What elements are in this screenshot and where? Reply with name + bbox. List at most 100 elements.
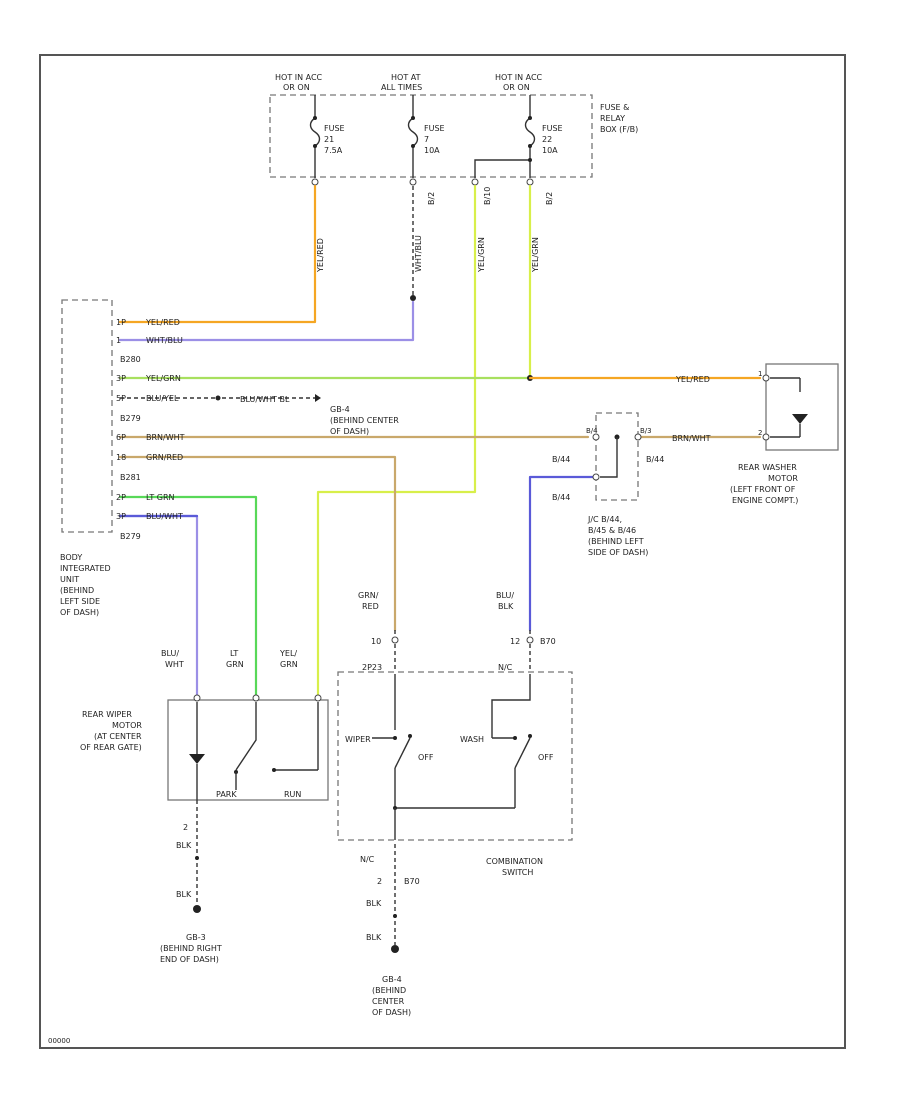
hot-label-3a: HOT IN ACC — [495, 73, 543, 82]
biu-label-1: BODY — [60, 553, 82, 562]
wiper-gnd-wire1: BLK — [176, 841, 192, 850]
wiper-wire-3b: GRN — [280, 660, 298, 669]
washer-motor-icon — [792, 414, 808, 424]
gb4-mid-label-1: GB-4 — [330, 405, 350, 414]
biu-pin-number: 2P — [116, 493, 126, 502]
jc-l2: B/44 — [552, 493, 570, 502]
body-integrated-unit: 1P YEL/RED 1 WHT/BLU B280 3P YEL/GRN 5P BLU/YEL B… — [60, 299, 185, 617]
fuse-22-amp: 10A — [542, 146, 558, 155]
wiper-label-3: (AT CENTER — [94, 732, 142, 741]
fuse-box-connectors — [311, 178, 534, 186]
hot-label-3b: OR ON — [503, 83, 530, 92]
biu-pin-number: 1P — [116, 318, 126, 327]
biu-pin-color: BLU/YEL — [146, 394, 179, 403]
wiper-label-2: MOTOR — [112, 721, 142, 730]
wire-grn-red — [118, 455, 397, 632]
biu-pin-number: 5P — [116, 394, 126, 403]
biu-pin-number: 18 — [116, 453, 126, 462]
fuse-tag-3: B/2 — [545, 192, 554, 205]
diagram-frame — [39, 54, 846, 1049]
wire-lt-grn — [118, 495, 258, 697]
gb4-label-2: (BEHIND — [372, 986, 406, 995]
fuse-21: FUSE 21 7.5A — [309, 95, 345, 178]
gb3-ground-icon — [193, 905, 201, 913]
combo-off-1: OFF — [418, 753, 434, 762]
wiper-gnd-pin: 2 — [183, 823, 188, 832]
combo-conn: B70 — [540, 637, 556, 646]
combo-wiper-pos: WIPER — [345, 735, 371, 744]
biu-pin-color: YEL/GRN — [145, 374, 181, 383]
wiper-wire-3a: YEL/ — [279, 649, 297, 658]
biu-connector-id: B280 — [120, 355, 141, 364]
hot-label-2a: HOT AT — [391, 73, 421, 82]
jc-r1: B/44 — [646, 455, 664, 464]
diagram-id: 00000 — [48, 1037, 70, 1045]
gb3-label-1: GB-3 — [186, 933, 206, 942]
biu-pin-row: 1P YEL/RED — [116, 318, 180, 327]
biu-pin-color: GRN/RED — [146, 453, 183, 462]
combo-off-2: OFF — [538, 753, 554, 762]
jc-label-2: B/45 & B/46 — [588, 526, 636, 535]
biu-label-3: UNIT — [60, 575, 79, 584]
gb4-mid-ground-icon — [315, 394, 321, 402]
biu-pin-number: 1 — [116, 336, 121, 345]
biu-pin-number: 3P — [116, 512, 126, 521]
biu-pin-number: 6P — [116, 433, 126, 442]
jc-label-3: (BEHIND LEFT — [588, 537, 644, 546]
combination-switch: 10 2P23 12 B70 N/C WIPER OFF WASH OFF CO… — [337, 636, 573, 877]
washer-brn-wht-label: BRN/WHT — [672, 434, 711, 443]
fuse-7-num: 7 — [424, 135, 429, 144]
jc-label-1: J/C B/44, — [587, 515, 622, 524]
biu-connector-id: B279 — [120, 532, 141, 541]
fuse-box-label-2: RELAY — [600, 114, 625, 123]
washer-yel-red-label: YEL/RED — [675, 375, 710, 384]
hot-label-1b: OR ON — [283, 83, 310, 92]
blu-bl-label: BLU/WHT BL — [240, 395, 290, 404]
biu-connector-id: B279 — [120, 414, 141, 423]
hot-label-1a: HOT IN ACC — [275, 73, 323, 82]
washer-label-3: (LEFT FRONT OF — [730, 485, 796, 494]
biu-pin-row: B279 — [120, 414, 141, 423]
combo-wire-1a: GRN/ — [358, 591, 379, 600]
jc-label-4: SIDE OF DASH) — [588, 548, 648, 557]
biu-label-4: (BEHIND — [60, 586, 94, 595]
wiper-label-4: OF REAR GATE) — [80, 743, 142, 752]
wiper-wire-1a: BLU/ — [161, 649, 179, 658]
biu-pin-row: 1 WHT/BLU — [116, 336, 183, 345]
vlabel-yel-grn-2: YEL/GRN — [531, 237, 540, 273]
combo-gnd-wire1: BLK — [366, 899, 382, 908]
biu-pin-color: YEL/RED — [145, 318, 180, 327]
biu-pin-list: 1P YEL/RED 1 WHT/BLU B280 3P YEL/GRN 5P BLU/YEL B… — [116, 318, 185, 541]
combo-gnd-conn: B70 — [404, 877, 420, 886]
washer-pin-1: 1 — [758, 370, 762, 378]
fuse-21-num: 21 — [324, 135, 334, 144]
combo-gnd-pin: N/C — [360, 855, 375, 864]
combo-pin-a: 10 — [371, 637, 381, 646]
biu-pin-color: BRN/WHT — [146, 433, 185, 442]
fuse-tag-1: B/2 — [427, 192, 436, 205]
biu-label-5: LEFT SIDE — [60, 597, 100, 606]
hot-label-2b: ALL TIMES — [381, 83, 422, 92]
biu-pin-color: BLU/WHT — [146, 512, 183, 521]
gb4-mid-label-3: OF DASH) — [330, 427, 369, 436]
wire-blu-wht — [118, 514, 199, 697]
wire-wht-blu — [118, 300, 415, 342]
biu-pin-color: WHT/BLU — [146, 336, 183, 345]
jc-l1: B/44 — [552, 455, 570, 464]
rear-wiper-motor: PARK RUN REAR WIPER MOTOR (AT CENTER OF … — [80, 694, 329, 801]
gb3-label-3: END OF DASH) — [160, 955, 219, 964]
biu-pin-row: 18 GRN/RED — [116, 453, 183, 462]
wiper-wire-2a: LT — [230, 649, 238, 658]
wiper-run: RUN — [284, 790, 301, 799]
biu-pin-number: 3P — [116, 374, 126, 383]
combo-pin-b2: N/C — [498, 663, 513, 672]
biu-pin-row: 3P BLU/WHT — [116, 512, 183, 521]
wiper-gnd-wire2: BLK — [176, 890, 192, 899]
wiper-park: PARK — [216, 790, 237, 799]
wire-yel-grn-wiper — [316, 184, 477, 697]
gb4-ground-icon — [391, 945, 399, 953]
combo-gnd-num: 2 — [377, 877, 382, 886]
fuse-relay-box: HOT IN ACC OR ON HOT AT ALL TIMES HOT IN… — [269, 73, 638, 205]
